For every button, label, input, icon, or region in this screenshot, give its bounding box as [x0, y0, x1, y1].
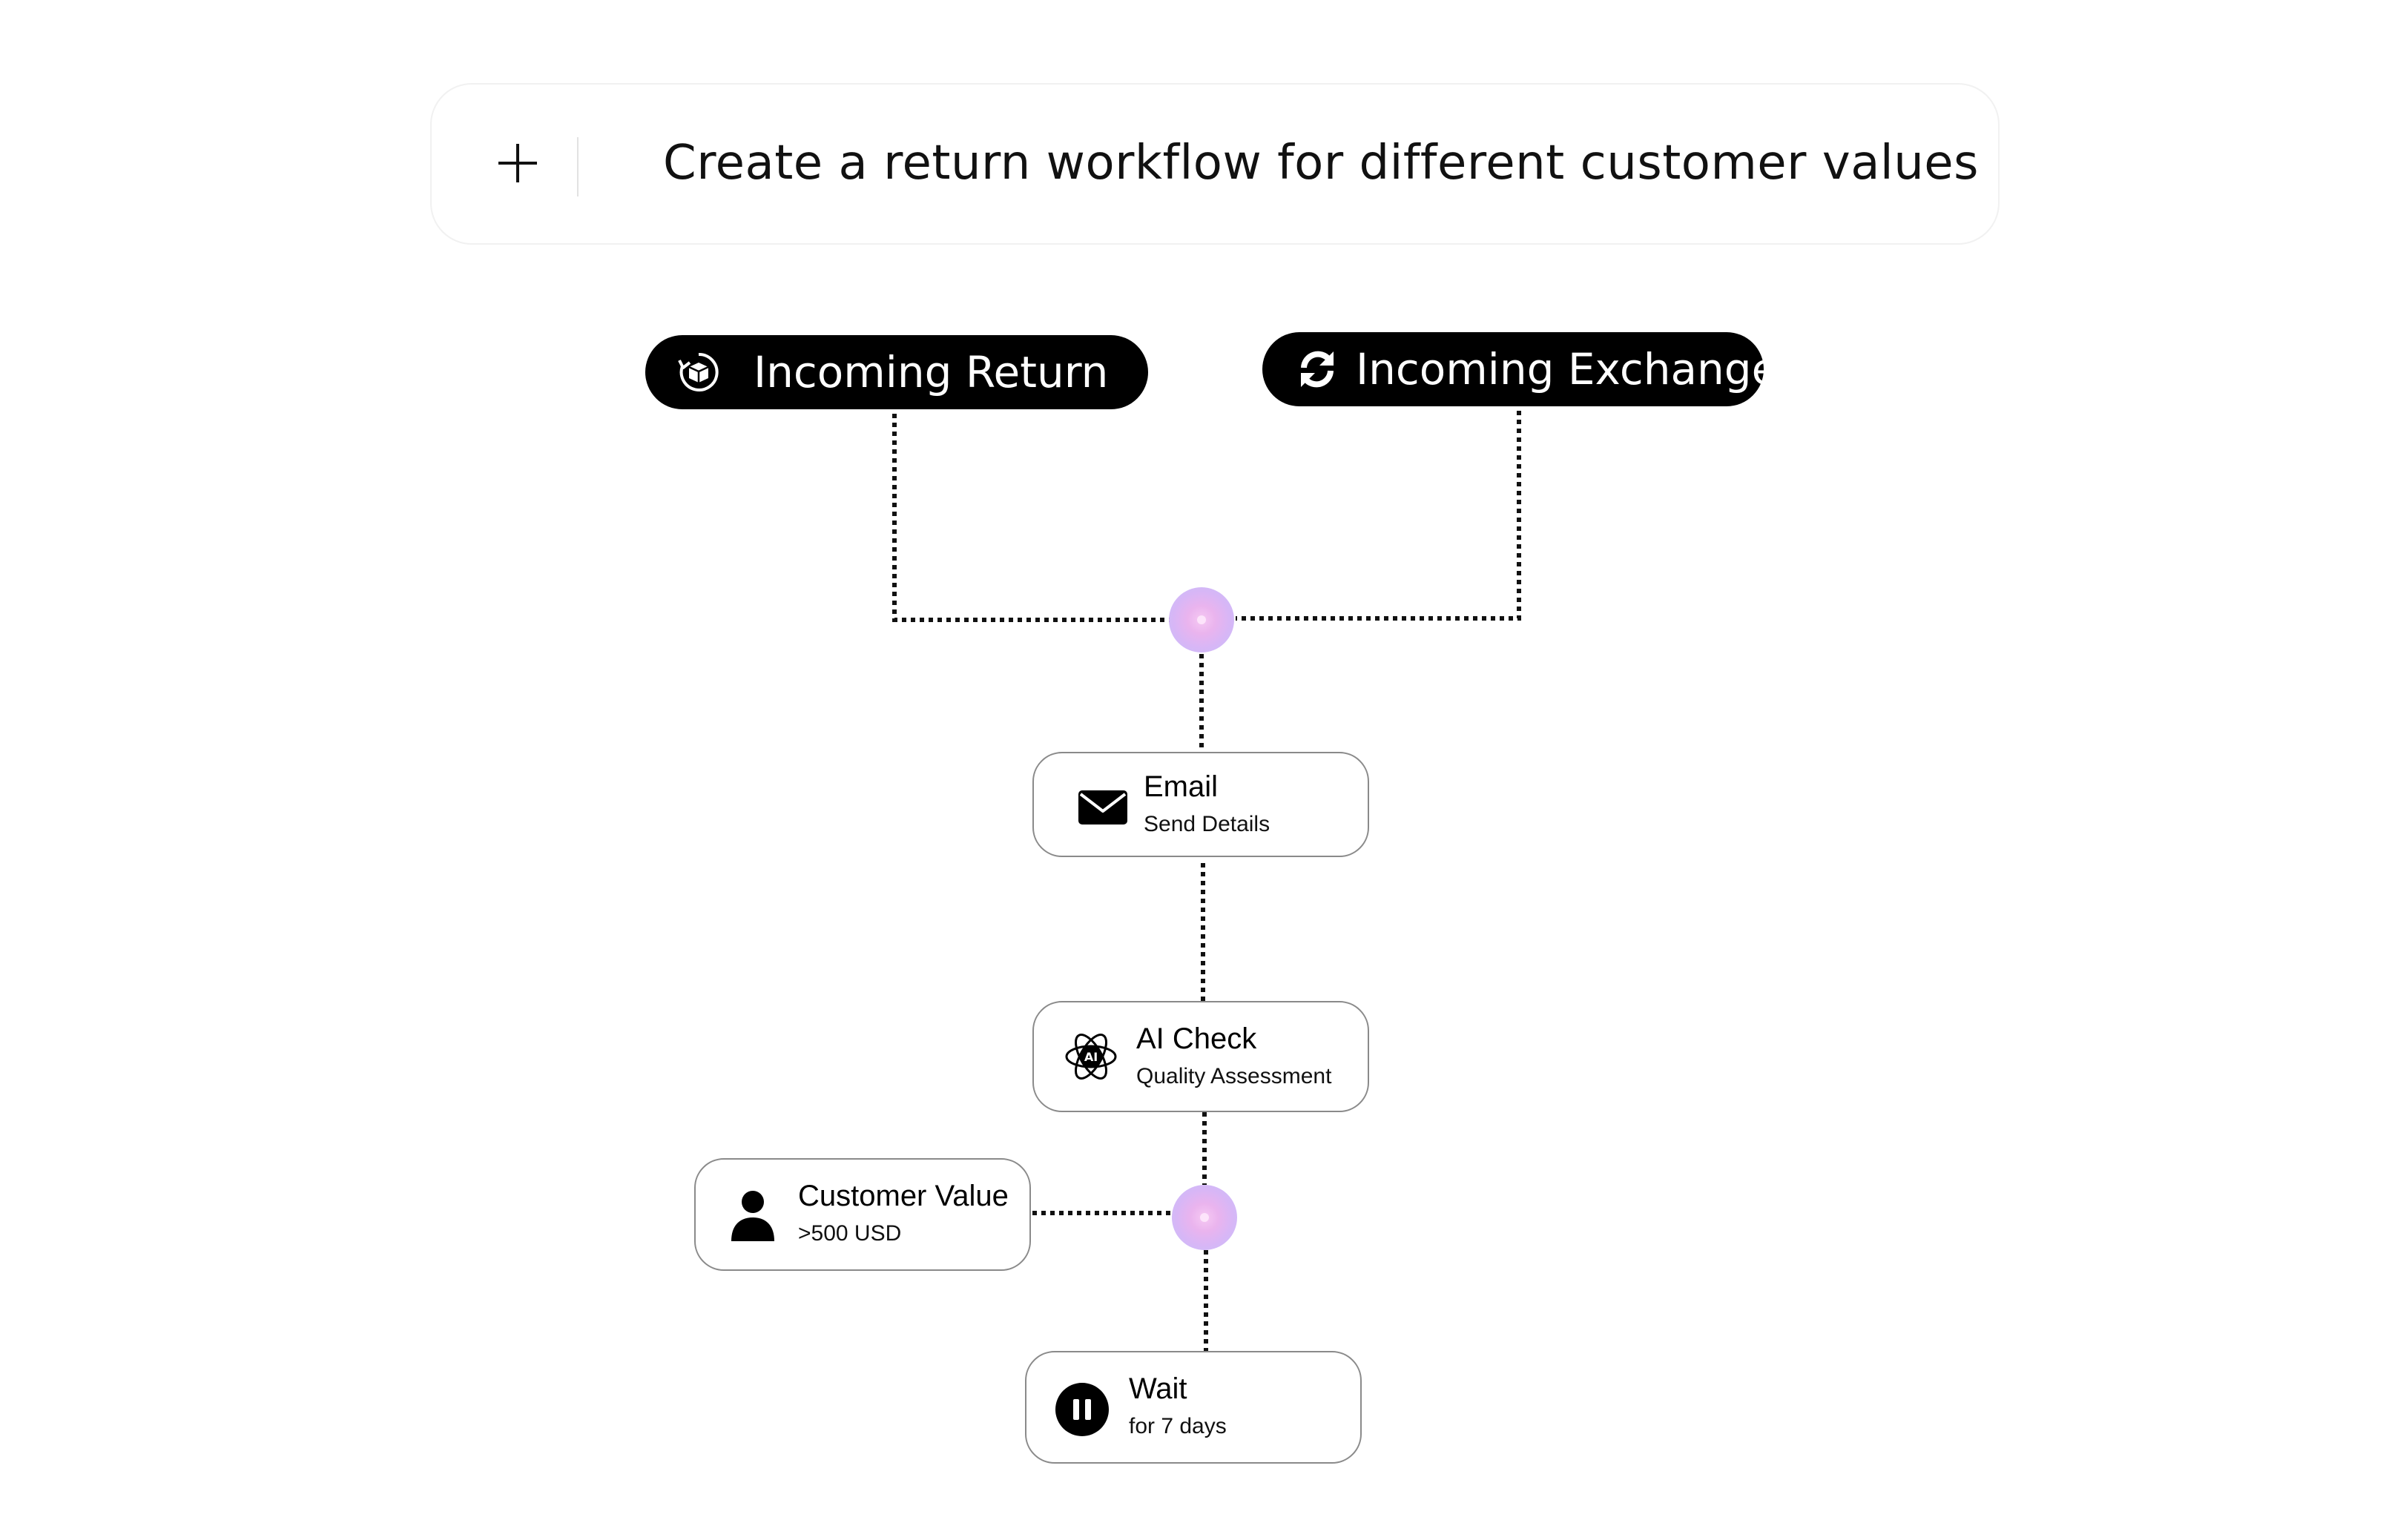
envelope-icon: [1078, 790, 1127, 824]
prompt-divider: [577, 137, 579, 196]
step-subtitle: Quality Assessment: [1136, 1064, 1332, 1088]
ai-atom-icon: AI: [1065, 1034, 1117, 1080]
step-title: Email: [1144, 770, 1219, 803]
exchange-arrows-icon: [1301, 351, 1334, 388]
trigger-incoming-exchange[interactable]: Incoming Exchange: [1262, 332, 1778, 406]
user-icon: [731, 1191, 774, 1241]
trigger-label: Incoming Exchange: [1356, 344, 1779, 394]
step-subtitle: for 7 days: [1129, 1414, 1227, 1438]
merge-junction[interactable]: [1169, 587, 1234, 652]
step-ai-check[interactable]: AI AI Check Quality Assessment: [1032, 1001, 1369, 1112]
ai-icon-text: AI: [1084, 1050, 1098, 1064]
step-subtitle: >500 USD: [798, 1221, 902, 1246]
trigger-label: Incoming Return: [754, 347, 1109, 397]
step-title: Customer Value: [798, 1180, 1009, 1212]
connector-exchange: [1236, 411, 1521, 621]
step-customer-value[interactable]: Customer Value >500 USD: [694, 1158, 1031, 1271]
pause-icon: [1055, 1383, 1109, 1436]
return-box-icon: [678, 352, 719, 391]
plus-icon[interactable]: [495, 141, 540, 185]
connector-return: [892, 414, 1170, 622]
step-title: Wait: [1129, 1372, 1187, 1405]
condition-junction[interactable]: [1172, 1185, 1237, 1250]
junction-core: [1197, 615, 1206, 624]
step-subtitle: Send Details: [1144, 812, 1270, 836]
prompt-bar[interactable]: [430, 83, 2000, 245]
prompt-text[interactable]: Create a return workflow for different c…: [663, 136, 1979, 191]
trigger-incoming-return[interactable]: Incoming Return: [645, 335, 1148, 409]
step-wait[interactable]: Wait for 7 days: [1025, 1351, 1362, 1464]
step-email[interactable]: Email Send Details: [1032, 752, 1369, 857]
junction-core: [1200, 1213, 1209, 1222]
step-title: AI Check: [1136, 1022, 1257, 1055]
